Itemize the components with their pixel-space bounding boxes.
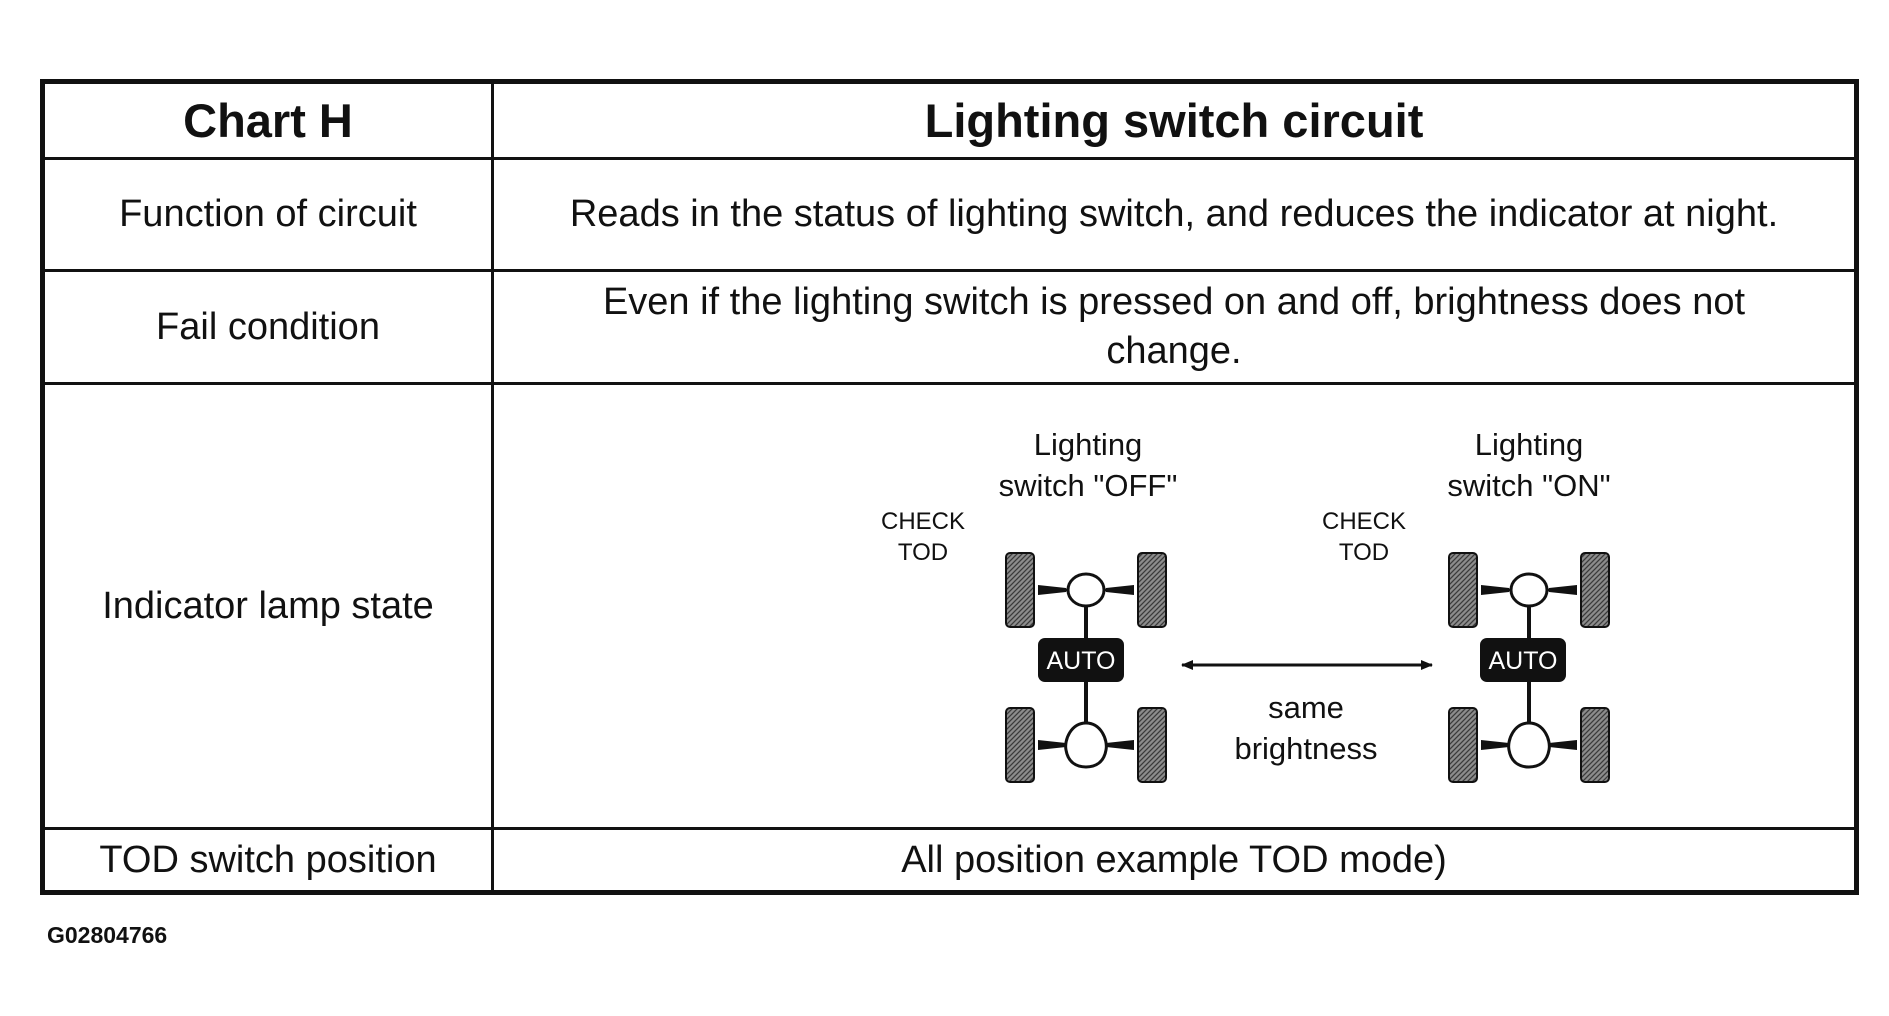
row-label-function: Function of circuit (41, 157, 494, 272)
comparison-label-line2: brightness (1234, 731, 1377, 766)
table-row: TOD switch position All position example… (41, 827, 1858, 894)
right-check-label-line1: CHECK (1322, 508, 1406, 535)
right-state-title-line1: Lighting (1475, 427, 1584, 462)
right-state-title-line2: switch "ON" (1447, 468, 1610, 503)
figure-code: G02804766 (47, 922, 168, 948)
table-header-row: Chart H Lighting switch circuit (41, 80, 1858, 160)
chart-id-cell: Chart H (41, 80, 494, 160)
lighting-on-state: Lighting switch "ON" CHECK TOD AUTO (1322, 427, 1611, 784)
right-auto-badge (1480, 638, 1566, 682)
indicator-diagram-cell: Lighting switch "OFF" CHECK TOD AUTO Lig… (491, 382, 1858, 830)
left-state-title-line2: switch "OFF" (999, 468, 1178, 503)
left-check-label-line1: CHECK (881, 508, 965, 535)
table-row: Function of circuit Reads in the status … (41, 157, 1858, 272)
left-auto-badge-text: AUTO (1047, 647, 1116, 675)
circuit-title-cell: Lighting switch circuit (491, 80, 1858, 160)
left-check-label-line2: TOD (898, 539, 948, 566)
row-value-fail: Even if the lighting switch is pressed o… (491, 269, 1858, 385)
chart-h-table: Chart H Lighting switch circuit Function… (40, 79, 1859, 895)
table-row: Fail condition Even if the lighting swit… (41, 269, 1858, 385)
row-label-indicator: Indicator lamp state (41, 382, 494, 830)
row-label-fail: Fail condition (41, 269, 494, 385)
comparison-label-line1: same (1268, 690, 1344, 725)
right-auto-badge-text: AUTO (1489, 647, 1558, 675)
left-state-title-line1: Lighting (1034, 427, 1143, 462)
row-value-function: Reads in the status of lighting switch, … (491, 157, 1858, 272)
row-value-tod: All position example TOD mode) (491, 827, 1858, 894)
table-row: Indicator lamp state (41, 382, 1858, 830)
row-label-tod: TOD switch position (41, 827, 494, 894)
right-check-label-line2: TOD (1339, 539, 1389, 566)
left-auto-badge (1038, 638, 1124, 682)
indicator-lamp-diagram: Lighting switch "OFF" CHECK TOD AUTO Lig… (881, 427, 1611, 784)
lighting-off-state: Lighting switch "OFF" CHECK TOD AUTO (881, 427, 1178, 784)
